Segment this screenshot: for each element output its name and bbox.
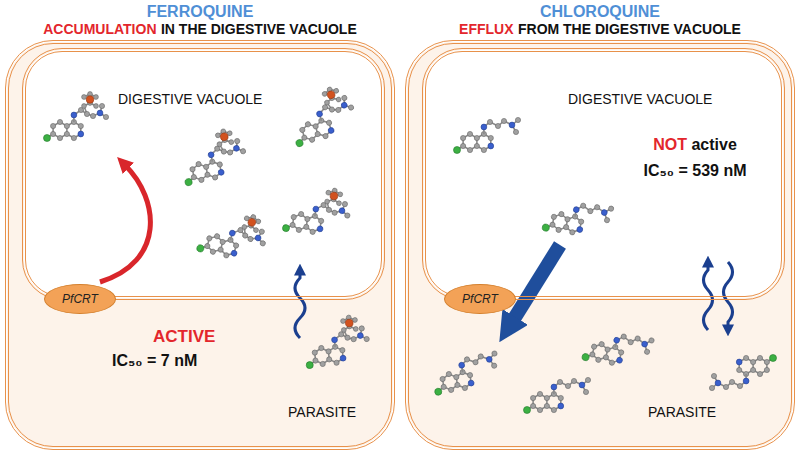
text-row: ACCUMULATION IN THE DIGESTIVE VACUOLE xyxy=(5,21,395,37)
ic50-value: IC₅₀ = 7 nM xyxy=(112,352,197,369)
ic50-value: IC₅₀ = 539 nM xyxy=(643,162,746,180)
protein-label: PfCRT xyxy=(62,292,98,306)
parasite-cell-fill xyxy=(7,42,393,448)
activity-label: active xyxy=(691,136,736,154)
chloroquine-molecule xyxy=(542,195,614,242)
ferroquine-molecule xyxy=(44,92,109,142)
drug-name: CHLOROQUINE xyxy=(540,3,660,21)
compartment-fills xyxy=(7,42,793,448)
text-holder: ACTIVE xyxy=(153,327,215,347)
parasite-cell: PfCRT NOTactiveIC₅₀ = 539 nM DIGESTIVE VAC… xyxy=(405,40,795,450)
protein-label: PfCRT xyxy=(462,292,498,306)
accumulation-arrow xyxy=(100,165,150,282)
heading: FROM THE DIGESTIVE VACUOLE xyxy=(518,21,741,37)
parasite-cell-fill xyxy=(407,42,793,448)
diffusion-arrow xyxy=(295,272,305,338)
chloroquine-molecule xyxy=(454,117,521,153)
heading: IN THE DIGESTIVE VACUOLE xyxy=(161,21,357,37)
text-row: EFFLUX FROM THE DIGESTIVE VACUOLE xyxy=(405,21,795,37)
text-row: CHLOROQUINE xyxy=(405,3,795,21)
pfcrt-transporter: PfCRT xyxy=(44,284,116,314)
text-holder: DIGESTIVE VACUOLE xyxy=(568,90,712,108)
text-holder: IC₅₀ = 7 nM xyxy=(112,352,197,370)
text-holder: PARASITE xyxy=(648,403,716,421)
parasite-cell: PfCRTDIGESTIVE VACUOLEFERROQUINEACCUMULA… xyxy=(5,40,395,450)
heading: ACCUMULATION xyxy=(43,21,156,37)
heading: EFFLUX xyxy=(459,21,513,37)
pfcrt-transporter: PfCRT xyxy=(444,284,516,314)
ferroquine-molecule xyxy=(284,82,360,147)
activity-label: NOT xyxy=(653,136,687,154)
activity-label: ACTIVE xyxy=(153,327,215,346)
text-holder: PARASITE xyxy=(288,403,356,421)
ferroquine-molecule xyxy=(282,182,353,240)
text-row: NOTactive xyxy=(620,136,770,154)
compartment-label: PARASITE xyxy=(648,404,716,420)
digestive-vacuole: PfCRTNOTactiveIC₅₀ = 539 nMDIGESTIVE VAC… xyxy=(422,48,785,300)
digestive-vacuole-fill xyxy=(24,50,383,298)
digestive-vacuole-fill xyxy=(424,50,783,298)
chloroquine-molecule xyxy=(581,325,654,374)
drug-name: FERROQUINE xyxy=(147,3,254,21)
ferroquine-molecule xyxy=(196,203,272,268)
ferroquine-molecule xyxy=(302,314,371,369)
ferroquine-molecule xyxy=(177,126,250,186)
text-row: IC₅₀ = 539 nM xyxy=(620,162,770,180)
diffusion-arrow xyxy=(724,262,733,328)
text-holder: DIGESTIVE VACUOLE xyxy=(118,90,262,108)
chloroquine-molecule xyxy=(709,355,776,391)
chloroquine-molecule xyxy=(524,377,591,413)
compartment-label: DIGESTIVE VACUOLE xyxy=(568,91,712,107)
digestive-vacuole: PfCRTDIGESTIVE VACUOLE xyxy=(22,48,385,300)
chloroquine-molecule xyxy=(430,351,501,396)
text-row: FERROQUINE xyxy=(5,3,395,21)
compartment-label: DIGESTIVE VACUOLE xyxy=(118,91,262,107)
efflux-arrow xyxy=(512,245,560,322)
compartment-label: PARASITE xyxy=(288,404,356,420)
